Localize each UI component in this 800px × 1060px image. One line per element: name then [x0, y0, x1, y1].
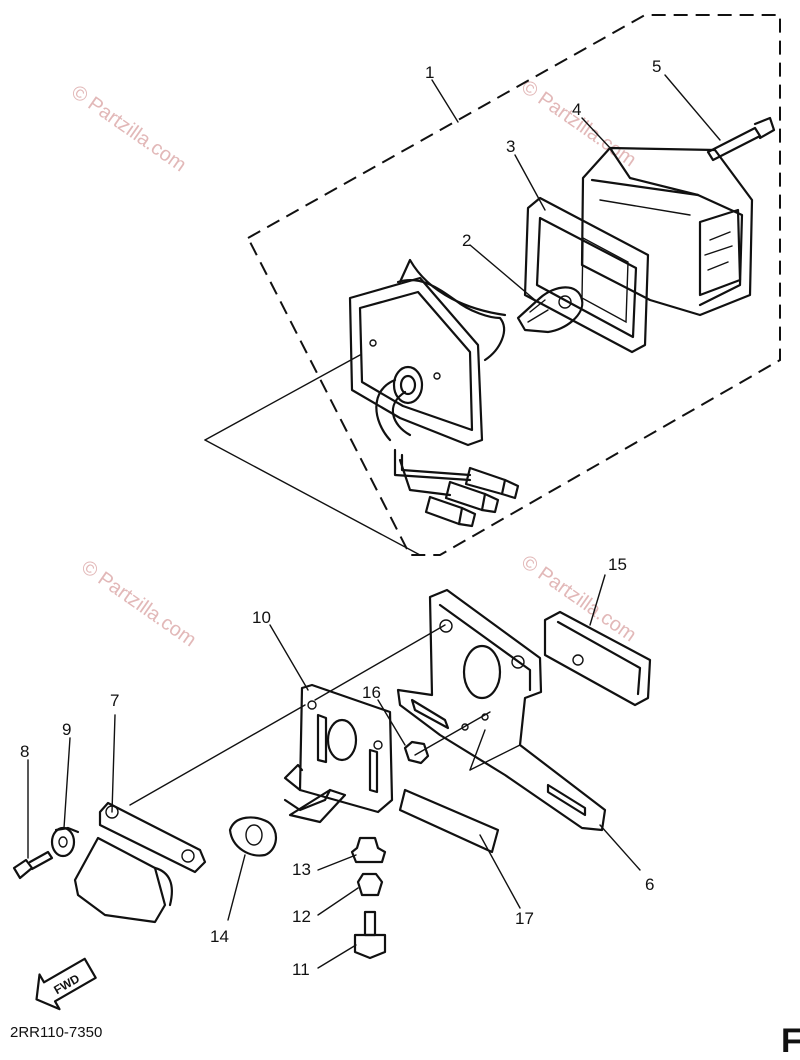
fwd-arrow: FWD: [35, 957, 97, 1011]
label-15: 15: [608, 555, 627, 574]
watermark-1: © Partzilla.com: [67, 81, 190, 176]
label-6: 6: [645, 875, 654, 894]
mounting-plate: [283, 683, 394, 824]
light-screw: [12, 850, 54, 880]
corner-mark: F: [781, 1022, 800, 1060]
reflector: [543, 610, 652, 707]
taillight-lens: [580, 146, 754, 317]
license-bracket: [396, 588, 607, 832]
wire-harness: [393, 448, 520, 528]
label-13: 13: [292, 860, 311, 879]
washer: [50, 826, 80, 858]
lens-screw: [706, 116, 776, 162]
bulb: [516, 286, 584, 334]
label-7: 7: [110, 691, 119, 710]
grommet: [228, 816, 277, 857]
label-5: 5: [652, 57, 661, 76]
label-4: 4: [572, 100, 581, 119]
label-9: 9: [62, 720, 71, 739]
label-8: 8: [20, 742, 29, 761]
label-3: 3: [506, 137, 515, 156]
label-16: 16: [362, 683, 381, 702]
lens-gasket: [523, 196, 650, 354]
assembly-boundary: [246, 14, 781, 556]
label-17: 17: [515, 909, 534, 928]
watermark-2: © Partzilla.com: [517, 76, 640, 171]
label-14: 14: [210, 927, 229, 946]
diagram-code: 2RR110-7350: [10, 1024, 102, 1041]
label-2: 2: [462, 231, 471, 250]
bolt: [353, 910, 387, 960]
license-light: [73, 801, 207, 924]
bushing: [356, 872, 384, 897]
seal-strip: [398, 788, 500, 854]
nut: [403, 740, 430, 765]
label-10: 10: [252, 608, 271, 627]
label-11: 11: [292, 960, 310, 979]
label-12: 12: [292, 907, 311, 926]
label-1: 1: [425, 63, 434, 82]
collar: [350, 836, 387, 864]
watermark-3: © Partzilla.com: [77, 556, 200, 651]
leader-lines: [27, 74, 721, 969]
taillight-base: [348, 258, 507, 447]
